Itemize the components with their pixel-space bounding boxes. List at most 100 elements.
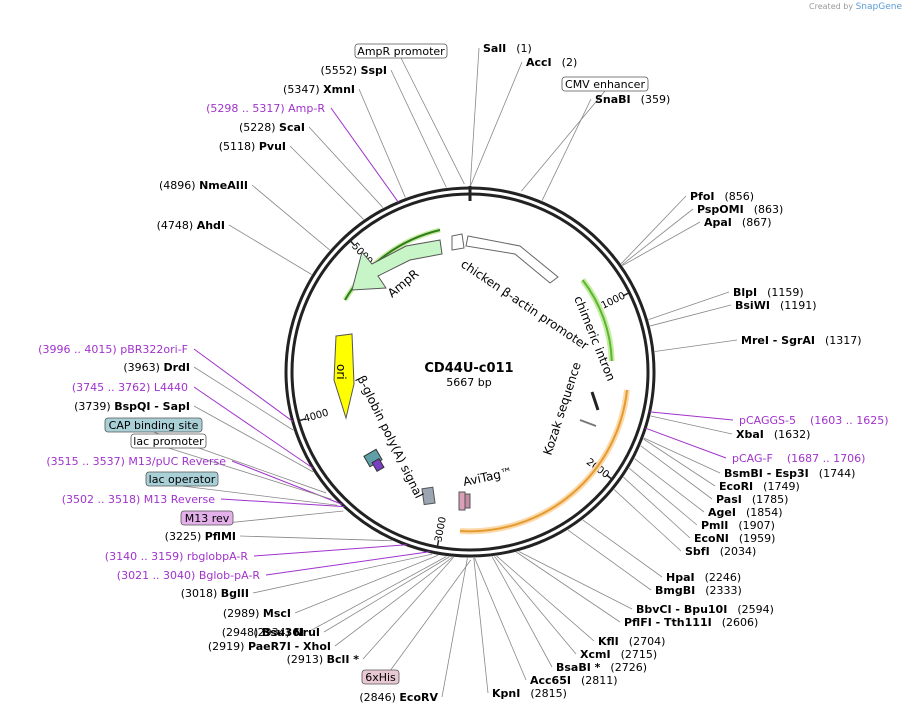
- box-leader-cmv-enhancer: [521, 90, 606, 192]
- enzyme-site-bmgbi[interactable]: BmgBI(2333): [655, 584, 742, 597]
- primer-pcag-f[interactable]: pCAG-F(1687 .. 1706): [732, 452, 865, 465]
- leader-bmgbi: [567, 529, 652, 591]
- enzyme-site-paer7i-xhoi[interactable]: (2919) PaeR7I - XhoI: [208, 640, 331, 653]
- enzyme-site-bbvci-bpu10i[interactable]: BbvCI - Bpu10I(2594): [636, 603, 774, 616]
- box-leader-ampr-promoter: [400, 57, 465, 185]
- cba-promoter-arrow: [465, 235, 559, 284]
- leader-snabi: [541, 98, 592, 201]
- leader-econi: [623, 476, 691, 539]
- feature-box-ampr-promoter[interactable]: [354, 43, 448, 59]
- enzyme-site-xmni[interactable]: (5347) XmnI: [283, 83, 355, 96]
- enzyme-site-bsu36i[interactable]: (2948) Bsu36I: [222, 626, 304, 639]
- primer-leader-rbglobpa-r: [253, 544, 407, 557]
- snapgene-credit: Created by SnapGene: [809, 2, 902, 12]
- enzyme-site-xbai[interactable]: XbaI(1632): [736, 428, 810, 441]
- primer-leader-pbr322ori-f: [193, 348, 294, 422]
- primer-pcaggs-5[interactable]: pCAGGS-5(1603 .. 1625): [739, 414, 889, 427]
- feature-box-cmv-enhancer[interactable]: [561, 76, 649, 92]
- enzyme-site-nmeaiii[interactable]: (4896) NmeAIII: [159, 179, 248, 192]
- primer-pbr322ori-f[interactable]: (3996 .. 4015) pBR322ori-F: [38, 343, 188, 356]
- enzyme-site-hpai[interactable]: HpaI(2246): [666, 571, 741, 584]
- leader-pvui: [289, 145, 364, 220]
- snapgene-brand: SnapGene: [855, 2, 902, 12]
- leader-pasi: [640, 445, 713, 500]
- enzyme-site-msci[interactable]: (2989) MscI: [223, 607, 291, 620]
- leader-pspomi: [621, 208, 694, 266]
- enzyme-site-mrei-sgrai[interactable]: MreI - SgrAI(1317): [741, 334, 862, 347]
- enzyme-site-drdi[interactable]: (3963) DrdI: [123, 361, 190, 374]
- enzyme-site-bcli[interactable]: (2913) BclI *: [287, 653, 360, 666]
- leader-xcmi: [494, 556, 577, 655]
- leader-bsu36i: [307, 556, 447, 633]
- enzyme-site-sbfi[interactable]: SbfI(2034): [685, 545, 756, 558]
- primer-rbglobpa-r[interactable]: (3140 .. 3159) rbglobpA-R: [105, 550, 249, 563]
- leader-sbfi: [613, 489, 682, 552]
- leader-apai: [622, 221, 701, 266]
- enzyme-site-econi[interactable]: EcoNI(1959): [694, 532, 775, 545]
- enzyme-site-agei[interactable]: AgeI(1854): [708, 506, 783, 519]
- primer-bglob-pa-r[interactable]: (3021 .. 3040) Bglob-pA-R: [117, 569, 261, 582]
- ruler-tick-3000: [436, 539, 440, 548]
- enzyme-site-xcmi[interactable]: XcmI(2715): [580, 648, 657, 661]
- enzyme-site-acc65i[interactable]: Acc65I(2811): [530, 674, 618, 687]
- leader-pflfi-tth111i: [516, 551, 621, 623]
- leader-kfli: [496, 555, 595, 642]
- leader-hpai: [582, 519, 663, 578]
- enzyme-site-blpi[interactable]: BlpI(1159): [733, 286, 804, 299]
- 6xhis-block: [464, 493, 471, 509]
- enzyme-site-bglii[interactable]: (3018) BglII: [181, 587, 249, 600]
- feature-box-lac-promoter[interactable]: [130, 433, 207, 449]
- avitag-label: AviTag™: [462, 465, 514, 489]
- primer-m13-puc-reverse[interactable]: (3515 .. 3537) M13/pUC Reverse: [46, 455, 226, 468]
- enzyme-site-bsiwi[interactable]: BsiWI(1191): [735, 299, 817, 312]
- enzyme-site-acci[interactable]: AccI(2): [526, 56, 577, 69]
- enzyme-site-pvui[interactable]: (5118) PvuI: [219, 140, 286, 153]
- primer-m13-reverse[interactable]: (3502 .. 3518) M13 Reverse: [62, 493, 215, 506]
- enzyme-site-bsabi[interactable]: BsaBI *(2726): [556, 661, 647, 674]
- enzyme-site-pflmi[interactable]: (3225) PflMI: [165, 530, 236, 543]
- enzyme-site-nrui[interactable]: (2934) NruI: [253, 626, 320, 639]
- primer-leader-l4440: [193, 386, 314, 469]
- ruler-label-4000: 4000: [303, 408, 330, 426]
- leader-xbai: [650, 415, 733, 435]
- primer-l4440[interactable]: (3745 .. 3762) L4440: [72, 381, 188, 394]
- enzyme-site-bspqi-sapi[interactable]: (3739) BspQI - SapI: [74, 400, 190, 413]
- feature-label-ampr-promoter: AmpR promoter: [357, 45, 445, 58]
- leader-bspqi-sapi: [193, 405, 314, 473]
- feature-box-lac-operator[interactable]: [145, 471, 219, 487]
- feature-box-6xhis[interactable]: [361, 669, 400, 685]
- feature-label-cap-binding-site: CAP binding site: [109, 419, 199, 432]
- ruler-tick-5000: [349, 239, 356, 247]
- ori-arrow: [333, 333, 355, 420]
- kozak-label: Kozak sequence: [541, 360, 584, 456]
- leader-sspi: [390, 69, 447, 188]
- enzyme-site-pasi[interactable]: PasI(1785): [716, 493, 788, 506]
- enzyme-site-apai[interactable]: ApaI(867): [704, 216, 772, 229]
- enzyme-site-ahdi[interactable]: (4748) AhdI: [157, 219, 225, 232]
- box-leader-lac-promoter: [168, 447, 332, 500]
- leader-agei: [634, 458, 705, 513]
- kozak-tick: [579, 419, 597, 427]
- primer-amp-r[interactable]: (5298 .. 5317) Amp-R: [206, 102, 325, 115]
- enzyme-site-kpni[interactable]: KpnI(2815): [492, 687, 567, 700]
- ruler-tick-2000: [606, 474, 613, 480]
- ruler-label-3000: 3000: [433, 516, 448, 543]
- enzyme-site-snabi[interactable]: SnaBI(359): [595, 93, 670, 106]
- feature-box-cap-binding-site[interactable]: [104, 417, 203, 433]
- enzyme-site-sspi[interactable]: (5552) SspI: [320, 64, 387, 77]
- enzyme-site-kfli[interactable]: KflI(2704): [598, 635, 665, 648]
- enzyme-site-pfoi[interactable]: PfoI(856): [690, 190, 754, 203]
- feature-label-m13-rev: M13 rev: [185, 512, 230, 525]
- ampr-arrow: [351, 239, 443, 291]
- plasmid-length: 5667 bp: [446, 376, 491, 389]
- enzyme-site-sali[interactable]: SalI(1): [483, 42, 532, 55]
- feature-box-m13-rev[interactable]: [180, 510, 234, 526]
- leader-bsiwi: [650, 304, 732, 327]
- enzyme-site-pflfi-tth111i[interactable]: PflFI - Tth111I(2606): [624, 616, 758, 629]
- enzyme-site-scai[interactable]: (5228) ScaI: [239, 121, 305, 134]
- enzyme-site-pspomi[interactable]: PspOMI(863): [697, 203, 783, 216]
- enzyme-site-ecorv[interactable]: (2846) EcoRV: [359, 691, 438, 704]
- enzyme-site-ecori[interactable]: EcoRI(1749): [719, 480, 800, 493]
- enzyme-site-bsmbi-esp3i[interactable]: BsmBI - Esp3I(1744): [724, 467, 855, 480]
- enzyme-site-pmli[interactable]: PmlI(1907): [701, 519, 775, 532]
